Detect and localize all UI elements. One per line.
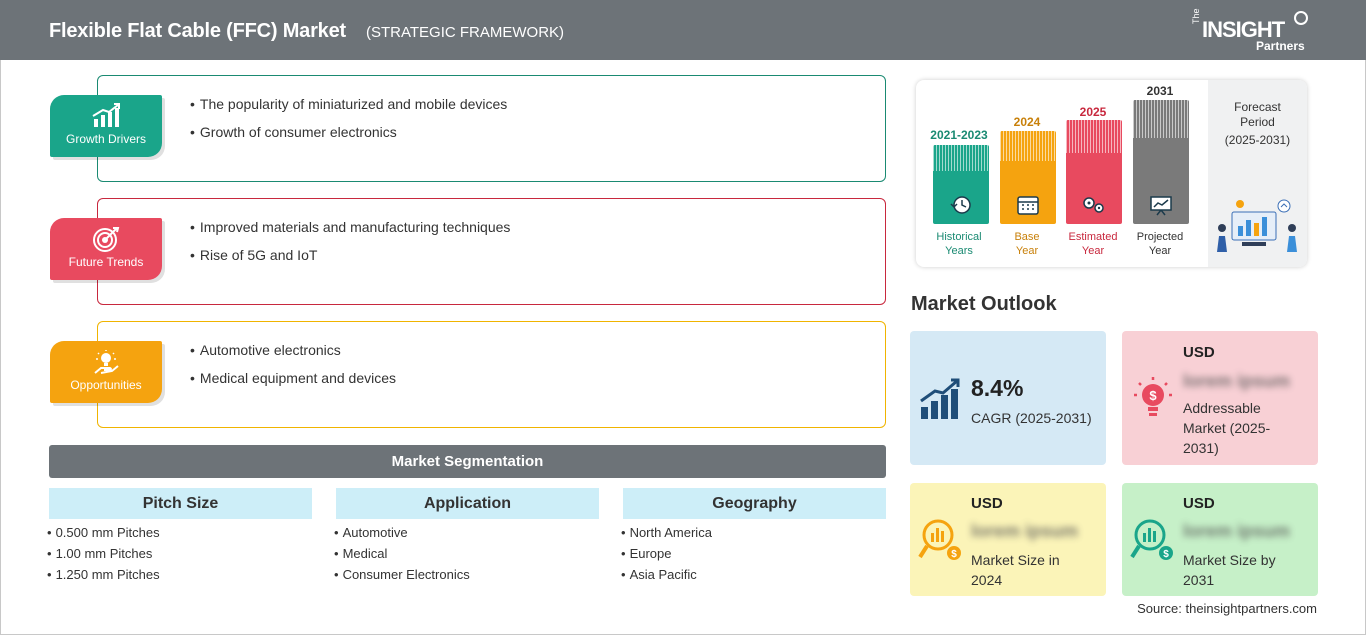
- list-item: The popularity of miniaturized and mobil…: [190, 96, 507, 124]
- segment-list-geography: North America Europe Asia Pacific: [621, 525, 712, 588]
- bar-caption-projected-line2: Year: [1148, 245, 1172, 257]
- market-segmentation-bar: Market Segmentation: [49, 445, 886, 478]
- opportunities-list: Automotive electronics Medical equipment…: [190, 342, 396, 398]
- segment-list-application: Automotive Medical Consumer Electronics: [334, 525, 470, 588]
- addressable-value-blurred: lorem ipsum: [1183, 371, 1291, 391]
- bar-caption-base-line1: Base: [1014, 231, 1040, 243]
- growth-chart-icon: [920, 378, 960, 419]
- addressable-market-box: $ USD lorem ipsum Addressable Market (20…: [1122, 331, 1318, 465]
- future-trends-badge: Future Trends: [50, 218, 162, 280]
- year-label-estimated: 2025: [1079, 105, 1107, 119]
- analytics-people-icon: [1217, 199, 1297, 252]
- list-item: Medical equipment and devices: [190, 370, 396, 398]
- market-size-2031-label-line1: Market Size by: [1183, 552, 1276, 568]
- header-bar: Flexible Flat Cable (FFC) Market (STRATE…: [0, 0, 1366, 60]
- market-size-2024-label-line2: 2024: [971, 572, 1003, 588]
- list-item: 1.00 mm Pitches: [47, 546, 160, 567]
- insight-partners-logo[interactable]: The INSIGHT Partners: [1188, 8, 1313, 54]
- cagr-value: 8.4%: [971, 375, 1024, 401]
- badge-label: Opportunities: [70, 378, 142, 392]
- forecast-period-panel: Forecast Period (2025-2031): [1208, 80, 1307, 267]
- list-item: Automotive: [334, 525, 470, 546]
- list-item: Medical: [334, 546, 470, 567]
- future-trends-list: Improved materials and manufacturing tec…: [190, 219, 511, 275]
- money-lightbulb-icon: $: [1134, 377, 1172, 416]
- segment-list-pitch-size: 0.500 mm Pitches 1.00 mm Pitches 1.250 m…: [47, 525, 160, 588]
- bar-caption-base-line2: Year: [1015, 245, 1039, 257]
- logo-partners: Partners: [1256, 39, 1305, 53]
- growth-drivers-badge: Growth Drivers: [50, 95, 162, 157]
- bar-base: [1000, 131, 1056, 224]
- market-size-2024-box: $ USD lorem ipsum Market Size in 2024: [910, 483, 1106, 596]
- addressable-label-line1: Addressable: [1183, 400, 1261, 416]
- future-trends-card: Improved materials and manufacturing tec…: [97, 198, 886, 305]
- list-item: Rise of 5G and IoT: [190, 247, 510, 275]
- list-item: Automotive electronics: [190, 342, 396, 370]
- market-size-icon: $: [1130, 519, 1173, 560]
- page-title: Flexible Flat Cable (FFC) Market: [49, 20, 346, 42]
- year-label-projected: 2031: [1146, 84, 1174, 98]
- forecast-range-label: (2025-2031): [1224, 133, 1291, 147]
- addressable-label-line3: 2031): [1183, 440, 1219, 456]
- list-item: 1.250 mm Pitches: [47, 567, 160, 588]
- market-size-2024-label-line1: Market Size in: [971, 552, 1060, 568]
- segment-heading-geography: Geography: [623, 488, 886, 519]
- market-size-icon: $: [918, 519, 961, 560]
- page-subtitle: (STRATEGIC FRAMEWORK): [366, 24, 565, 41]
- cagr-box: 8.4% CAGR (2025-2031): [910, 331, 1106, 465]
- growth-drivers-list: The popularity of miniaturized and mobil…: [190, 96, 507, 152]
- forecast-label: Forecast: [1234, 100, 1281, 114]
- market-size-2031-box: $ USD lorem ipsum Market Size by 2031: [1122, 483, 1318, 596]
- market-outlook-title: Market Outlook: [911, 293, 1057, 315]
- list-item: North America: [621, 525, 712, 546]
- source-credit: Source: theinsightpartners.com: [1137, 601, 1317, 616]
- market-size-2024-usd-label: USD: [971, 495, 1003, 512]
- svg-text:$: $: [1149, 388, 1157, 403]
- opportunities-badge: Opportunities: [50, 341, 162, 403]
- logo-the: The: [1191, 8, 1201, 24]
- bar-caption-estimated-line1: Estimated: [1068, 231, 1118, 243]
- presentation-icon: [1150, 196, 1172, 216]
- list-item: Asia Pacific: [621, 567, 712, 588]
- forecast-period-label: Period: [1240, 115, 1275, 129]
- svg-text:$: $: [1163, 549, 1169, 560]
- addressable-usd-label: USD: [1183, 344, 1215, 361]
- list-item: Consumer Electronics: [334, 567, 470, 588]
- cagr-label: CAGR (2025-2031): [971, 410, 1092, 426]
- market-size-2031-usd-label: USD: [1183, 495, 1215, 512]
- list-item: 0.500 mm Pitches: [47, 525, 160, 546]
- lightbulb-hand-icon: [94, 350, 119, 374]
- segment-heading-pitch-size: Pitch Size: [49, 488, 312, 519]
- list-item: Europe: [621, 546, 712, 567]
- history-icon: [950, 196, 971, 214]
- target-icon: [93, 227, 120, 252]
- bar-projected: [1133, 100, 1189, 224]
- gears-icon: [1083, 197, 1104, 213]
- bar-caption-projected-line1: Projected: [1136, 231, 1184, 243]
- growth-drivers-card: The popularity of miniaturized and mobil…: [97, 75, 886, 182]
- bar-historical: [933, 145, 989, 224]
- list-item: Improved materials and manufacturing tec…: [190, 219, 511, 247]
- market-size-2024-value-blurred: lorem ipsum: [971, 521, 1079, 541]
- growth-chart-icon: [92, 103, 120, 127]
- addressable-label-line2: Market (2025-: [1183, 420, 1271, 436]
- opportunities-card: Automotive electronics Medical equipment…: [97, 321, 886, 428]
- bar-caption-estimated-line2: Year: [1081, 245, 1105, 257]
- year-label-historical: 2021-2023: [930, 128, 988, 142]
- segment-heading-application: Application: [336, 488, 599, 519]
- calendar-icon: [1017, 196, 1039, 215]
- badge-label: Future Trends: [68, 255, 144, 269]
- logo-insight: INSIGHT: [1202, 17, 1285, 42]
- market-size-2031-value-blurred: lorem ipsum: [1183, 521, 1291, 541]
- market-size-2031-label-line2: 2031: [1183, 572, 1215, 588]
- year-label-base: 2024: [1013, 115, 1041, 129]
- logo-ring-icon: [1294, 11, 1308, 25]
- list-item: Growth of consumer electronics: [190, 124, 507, 152]
- svg-text:$: $: [951, 549, 957, 560]
- bar-caption-historical-line1: Historical: [936, 231, 982, 243]
- bar-estimated: [1066, 120, 1122, 224]
- badge-label: Growth Drivers: [65, 132, 146, 146]
- bar-caption-historical-line2: Years: [945, 245, 973, 257]
